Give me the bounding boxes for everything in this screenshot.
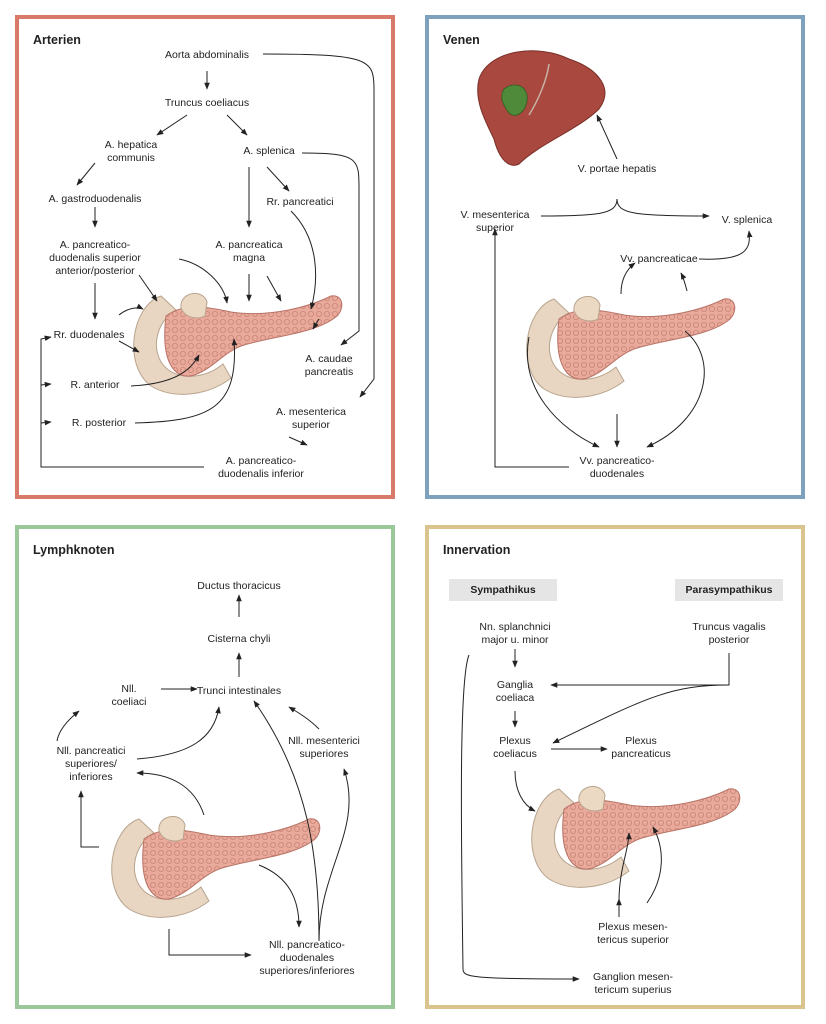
label-ganglia-coeliaca: Ganglia coeliaca bbox=[495, 679, 535, 704]
panel-venen: Venen V. portae hepatis V. mesenterica s… bbox=[425, 15, 805, 499]
label-plexus-coeliacus: Plexus coeliacus bbox=[493, 735, 537, 760]
pancreas-illustration bbox=[133, 292, 343, 395]
panel-title: Venen bbox=[443, 33, 480, 47]
pancreas-illustration bbox=[111, 815, 321, 918]
label-aorta-abdominalis: Aorta abdominalis bbox=[164, 49, 250, 61]
label-nll-pancreatici: Nll. pancreatici superiores/ inferiores bbox=[56, 745, 126, 783]
lymph-diagram bbox=[56, 594, 350, 958]
label-v-portae-hepatis: V. portae hepatis bbox=[577, 163, 657, 175]
label-a-splenica: A. splenica bbox=[243, 145, 295, 157]
label-v-mesenterica-superior: V. mesenterica superior bbox=[460, 209, 530, 234]
sympathikus-box: Sympathikus bbox=[449, 579, 557, 601]
arterien-diagram bbox=[40, 53, 375, 468]
panel-title: Lymphknoten bbox=[33, 543, 115, 557]
label-a-pancreatico-duodenalis-superior: A. pancreatico- duodenalis superior ante… bbox=[49, 239, 141, 277]
label-trunci-intestinales: Trunci intestinales bbox=[196, 685, 282, 697]
innervation-diagram bbox=[460, 649, 741, 982]
label-cisterna-chyli: Cisterna chyli bbox=[207, 633, 271, 645]
panel-innervation: Innervation Sympathikus Parasympathikus … bbox=[425, 525, 805, 1009]
label-a-pancreatica-magna: A. pancreatica magna bbox=[215, 239, 283, 264]
label-truncus-coeliacus: Truncus coeliacus bbox=[164, 97, 250, 109]
liver-illustration bbox=[477, 50, 606, 166]
label-a-caudae-pancreatis: A. caudae pancreatis bbox=[304, 353, 354, 378]
label-rr-duodenales: Rr. duodenales bbox=[53, 329, 125, 341]
label-rr-pancreatici: Rr. pancreatici bbox=[266, 196, 334, 208]
label-plexus-mesentericus-superior: Plexus mesen- tericus superior bbox=[597, 921, 669, 946]
label-r-anterior: R. anterior bbox=[70, 379, 120, 391]
label-v-splenica: V. splenica bbox=[721, 214, 773, 226]
label-a-hepatica-communis: A. hepatica communis bbox=[104, 139, 158, 164]
label-nll-mesenterici-superiores: Nll. mesenterici superiores bbox=[288, 735, 360, 760]
label-a-pancreatico-duodenalis-inferior: A. pancreatico- duodenalis inferior bbox=[218, 455, 304, 480]
label-nll-coeliaci: Nll. coeliaci bbox=[111, 683, 147, 708]
parasympathikus-box: Parasympathikus bbox=[675, 579, 783, 601]
label-a-gastroduodenalis: A. gastroduodenalis bbox=[48, 193, 142, 205]
panel-title: Innervation bbox=[443, 543, 511, 557]
label-ganglion-mesentericum-superius: Ganglion mesen- tericum superius bbox=[593, 971, 673, 996]
panel-lymphknoten: Lymphknoten Ductus thoracicus Cisterna c… bbox=[15, 525, 395, 1009]
label-nll-pancreatico-duodenales: Nll. pancreatico- duodenales superiores/… bbox=[259, 939, 355, 977]
pancreas-illustration bbox=[531, 785, 741, 888]
label-truncus-vagalis-posterior: Truncus vagalis posterior bbox=[692, 621, 766, 646]
label-ductus-thoracicus: Ductus thoracicus bbox=[197, 580, 281, 592]
label-nn-splanchnici: Nn. splanchnici major u. minor bbox=[479, 621, 551, 646]
label-plexus-pancreaticus: Plexus pancreaticus bbox=[611, 735, 671, 760]
panel-arterien: Arterien bbox=[15, 15, 395, 499]
venen-diagram bbox=[477, 50, 753, 468]
label-a-mesenterica-superior: A. mesenterica superior bbox=[275, 406, 347, 431]
panel-title: Arterien bbox=[33, 33, 81, 47]
label-vv-pancreaticae: Vv. pancreaticae bbox=[620, 253, 698, 265]
label-vv-pancreatico-duodenales: Vv. pancreatico- duodenales bbox=[579, 455, 655, 480]
label-r-posterior: R. posterior bbox=[71, 417, 127, 429]
